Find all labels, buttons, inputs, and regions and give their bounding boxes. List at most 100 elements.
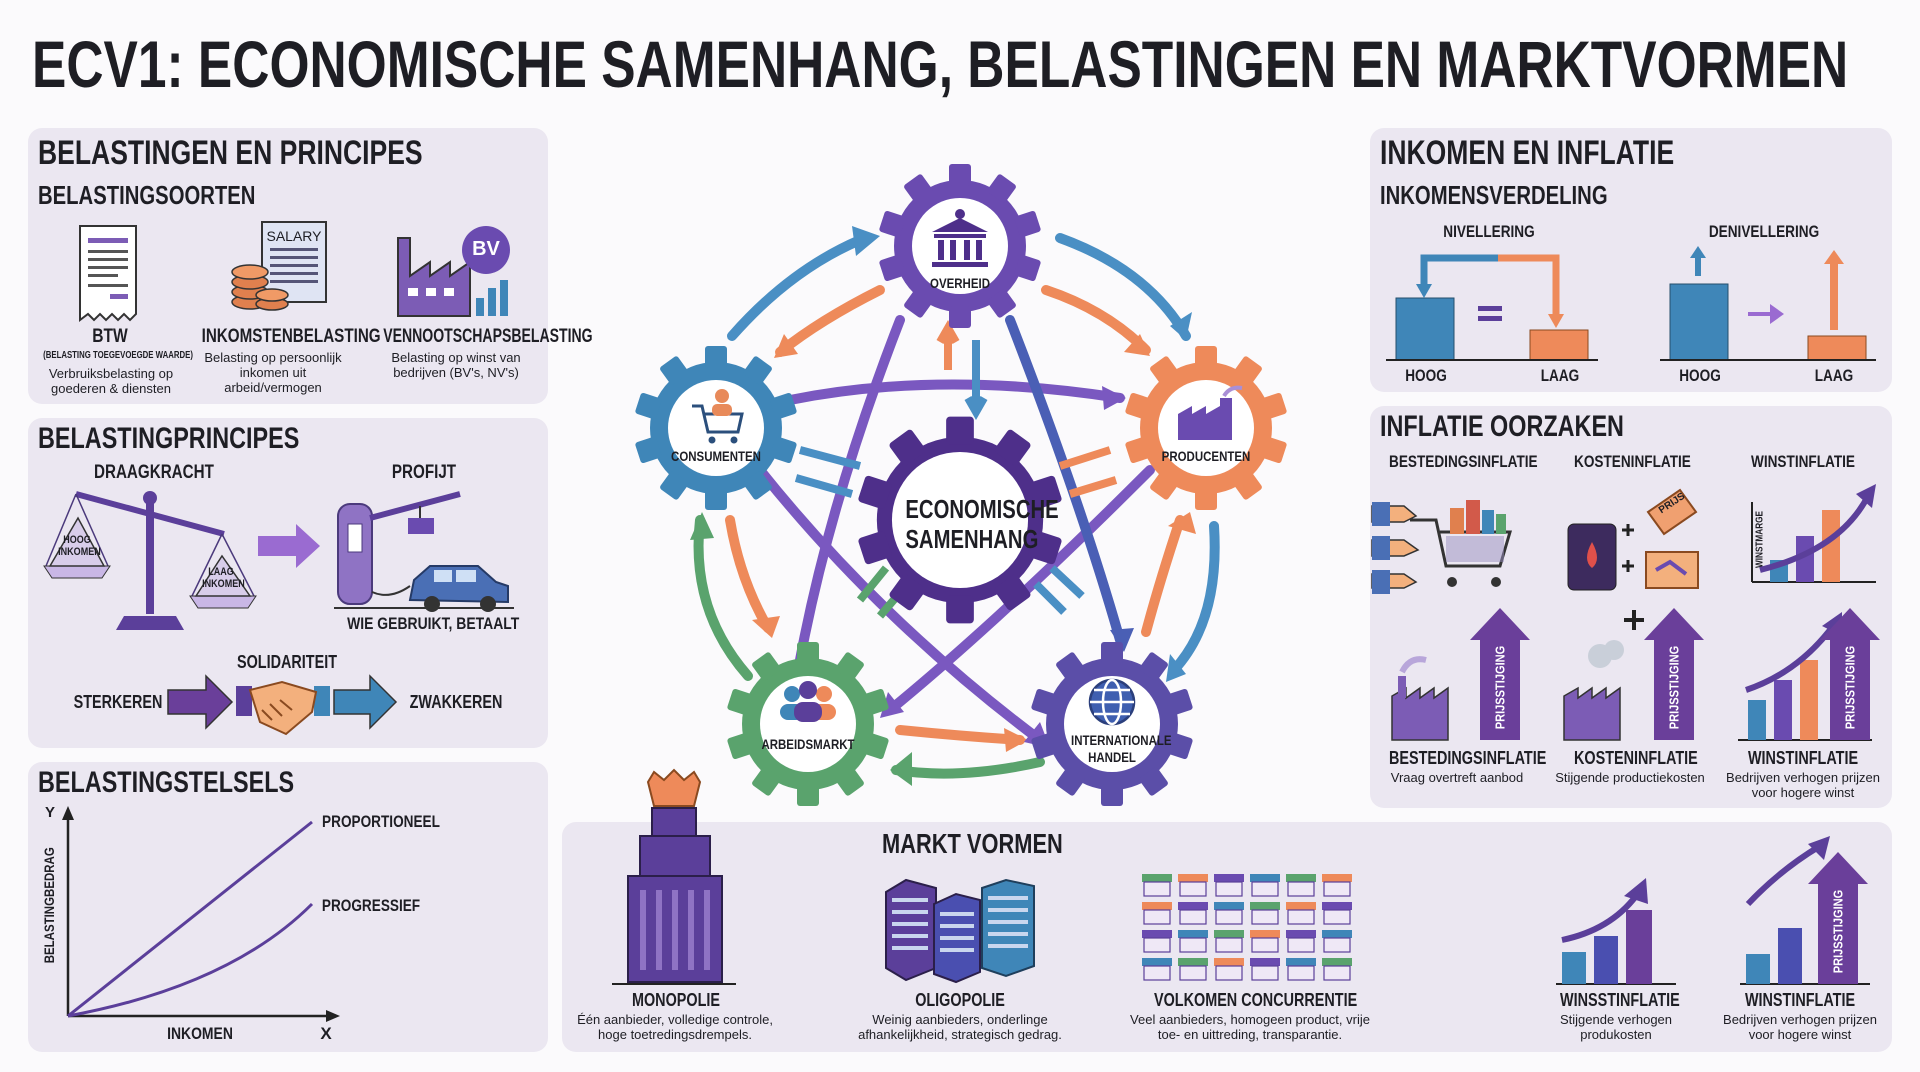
axis-y-letter: Y <box>44 804 55 821</box>
globe-icon <box>1088 678 1136 726</box>
gear-consumenten <box>634 346 798 510</box>
section-title-principes: BELASTINGPRINCIPES <box>38 422 300 455</box>
label-draagkracht: DRAAGKRACHT <box>94 462 214 483</box>
cart-hands-icon <box>1371 500 1513 594</box>
scale-icon <box>43 491 257 630</box>
shop-icon <box>1142 930 1172 953</box>
margin-bars-icon <box>1751 484 1876 583</box>
shop-icon <box>1142 902 1172 925</box>
label-progressief: PROGRESSIEF <box>321 896 421 915</box>
market-bars-1-icon <box>1556 878 1676 985</box>
markt-name-monopolie: MONOPOLIE <box>631 990 720 1010</box>
bottom-desc-kosten: Stijgende productiekosten <box>1555 770 1705 785</box>
shop-icon <box>1322 902 1352 925</box>
markt-name-oligopolie: OLIGOPOLIE <box>915 990 1005 1010</box>
label-hoog-inkomen: HOOG INKOMEN <box>58 534 101 558</box>
label-laag-inkomen: LAAG INKOMEN <box>202 566 245 590</box>
tax-name-btw: BTW <box>92 326 128 347</box>
shop-icon <box>1214 930 1244 953</box>
shop-icon <box>1286 874 1316 897</box>
arrow-sterk-icon <box>167 674 234 730</box>
shop-icon <box>1286 902 1316 925</box>
markt-name-winstinflatie: WINSTINFLATIE <box>1744 990 1856 1010</box>
bottom-label-besteding: BESTEDINGSINFLATIE <box>1389 748 1547 768</box>
proportioneel-line <box>67 820 313 1018</box>
section-title-inkomen: INKOMEN EN INFLATIE <box>1380 134 1675 172</box>
shop-icon <box>1142 874 1172 897</box>
section-title-belastingen: BELASTINGEN EN PRINCIPES <box>38 134 423 172</box>
factory-arrow-2 <box>1563 608 1704 741</box>
shop-icon <box>1178 902 1208 925</box>
markt-desc-monopolie: Één aanbieder, volledige controle, hoge … <box>577 1012 773 1042</box>
salary-icon-text: SALARY <box>266 228 322 244</box>
people-group-icon <box>780 681 836 722</box>
subtitle-inkomensverdeling: INKOMENSVERDELING <box>1380 180 1608 210</box>
label-proportioneel: PROPORTIONEEL <box>322 812 440 831</box>
top-label-kosten: KOSTENINFLATIE <box>1574 452 1691 471</box>
factory-bv-icon <box>397 226 510 317</box>
receipt-icon <box>79 225 137 322</box>
shop-icon <box>1214 874 1244 897</box>
factory-icon <box>1178 385 1243 440</box>
gear-arbeidsmarkt <box>726 642 890 806</box>
gear-core <box>857 416 1063 624</box>
section-title-inflatie: INFLATIE OORZAKEN <box>1380 410 1624 443</box>
shop-icon <box>1250 902 1280 925</box>
label-hoog-2: HOOG <box>1679 366 1721 385</box>
arrow-right-icon <box>258 524 320 568</box>
tax-name-inkomsten: INKOMSTENBELASTING <box>201 326 381 347</box>
label-profijt: PROFIJT <box>391 462 457 483</box>
factory-arrow-1 <box>1391 608 1530 741</box>
top-label-besteding: BESTEDINGSINFLATIE <box>1389 452 1538 471</box>
label-denivellering: DENIVELLERING <box>1708 222 1820 241</box>
markt-desc-winstinflatie: Bedrijven verhogen prijzen voor hogere w… <box>1723 1012 1877 1042</box>
bottom-label-kosten: KOSTENINFLATIE <box>1574 748 1698 768</box>
shop-icon <box>1250 874 1280 897</box>
shop-icon <box>1250 930 1280 953</box>
tax-desc-vennootschap: Belasting op winst van bedrijven (BV's, … <box>391 350 521 380</box>
bottom-desc-besteding: Vraag overtreft aanbod <box>1390 770 1524 785</box>
monopoly-tower-icon <box>612 768 736 985</box>
arrow-zwak-icon <box>333 674 398 730</box>
section-title-stelsels: BELASTINGSTELSELS <box>38 766 295 799</box>
gear-label-producenten: PRODUCENTEN <box>1161 448 1251 464</box>
shop-icon <box>1178 930 1208 953</box>
bottom-label-winst: WINSTINFLATIE <box>1747 748 1859 768</box>
label-nivellering: NIVELLERING <box>1443 222 1535 241</box>
progressief-curve <box>67 902 314 1018</box>
tax-desc-btw: Verbruiksbelasting op goederen & dienste… <box>48 366 174 396</box>
oligopoly-buildings-icon <box>885 878 1035 984</box>
label-sterkeren: STERKEREN <box>73 692 163 712</box>
handshake-icon <box>236 680 330 736</box>
label-zwakkeren: ZWAKKEREN <box>409 692 503 712</box>
gear-label-overheid: OVERHEID <box>930 275 990 291</box>
shop-icon <box>1322 930 1352 953</box>
axis-x-letter: X <box>320 1024 332 1043</box>
shop-icon <box>1322 874 1352 897</box>
shop-icon <box>1214 958 1244 981</box>
section-title-markt: MARKT VORMEN <box>882 828 1063 859</box>
market-bars-2-icon <box>1740 836 1870 985</box>
tax-desc-inkomsten: Belasting op persoonlijk inkomen uit arb… <box>204 350 342 395</box>
markt-desc-winsstinflatie: Stijgende verhogen produkosten <box>1559 1012 1673 1042</box>
label-laag-1: LAAG <box>1540 366 1580 385</box>
shop-icon <box>1214 902 1244 925</box>
gear-label-consumenten: CONSUMENTEN <box>671 448 761 464</box>
shop-icon <box>1250 958 1280 981</box>
toll-car-icon <box>334 491 514 612</box>
gear-label-internationaal: INTERNATIONALE HANDEL <box>1071 732 1172 765</box>
tax-sub-btw: (BELASTING TOEGEVOEGDE WAARDE) <box>43 350 193 361</box>
bars-arrow-3 <box>1738 608 1880 741</box>
top-label-winst: WINSTINFLATIE <box>1751 452 1855 471</box>
shop-icon <box>1178 958 1208 981</box>
barrel-pricetag-icon <box>1567 488 1699 591</box>
bottom-desc-winst: Bedrijven verhogen prijzen voor hogere w… <box>1726 770 1880 800</box>
label-laag-2: LAAG <box>1814 366 1854 385</box>
gear-label-arbeidsmarkt: ARBEIDSMARKT <box>761 736 855 752</box>
prijsstijging-market: PRIJSSTIJGING <box>1830 889 1846 974</box>
salary-coins-icon <box>231 221 327 311</box>
